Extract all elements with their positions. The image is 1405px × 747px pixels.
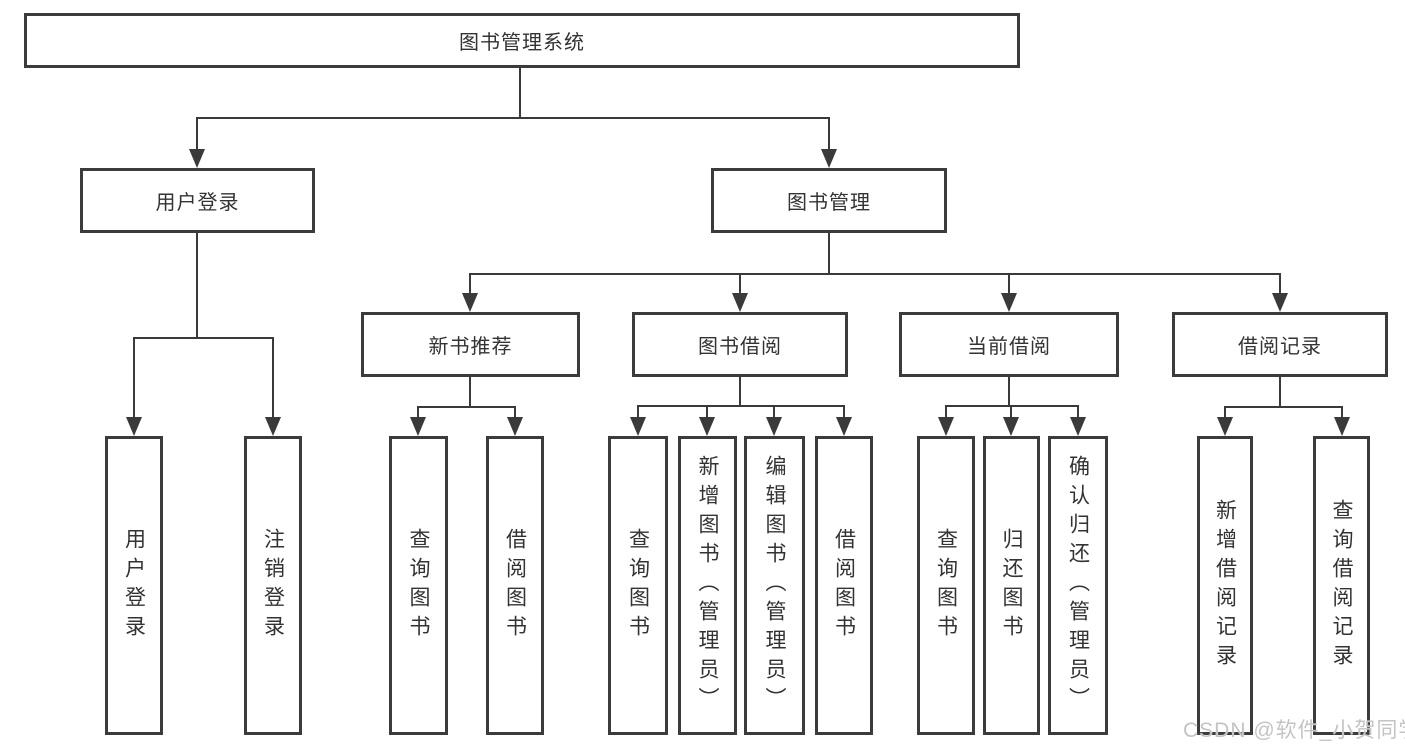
- node-leaf-confirm-return: 确认归还（管理员）: [1048, 436, 1108, 735]
- connector-line: [1279, 273, 1281, 295]
- connector-line: [773, 405, 775, 419]
- node-user-login-label: 用户登录: [155, 192, 240, 214]
- connector-line: [1008, 273, 1010, 295]
- node-leaf-query-book-2-label: 查询图书: [626, 527, 650, 644]
- connector-line: [469, 273, 1281, 275]
- node-new-book-rec: 新书推荐: [361, 312, 580, 377]
- connector-line: [133, 337, 135, 419]
- connector-line: [1279, 377, 1281, 406]
- connector-line: [945, 405, 947, 419]
- connector-line: [196, 233, 198, 337]
- node-user-login: 用户登录: [80, 168, 315, 233]
- arrow-down-icon: [189, 149, 205, 168]
- arrow-down-icon: [630, 417, 646, 436]
- node-leaf-query-book-3: 查询图书: [917, 436, 975, 735]
- node-leaf-edit-book: 编辑图书（管理员）: [744, 436, 805, 735]
- arrow-down-icon: [821, 149, 837, 168]
- node-new-book-rec-label: 新书推荐: [428, 336, 513, 358]
- node-leaf-add-borrow-record-label: 新增借阅记录: [1213, 498, 1237, 673]
- node-book-borrow: 图书借阅: [632, 312, 848, 377]
- connector-line: [1077, 405, 1079, 419]
- connector-line: [739, 273, 741, 295]
- connector-line: [828, 233, 830, 273]
- connector-line: [196, 118, 198, 151]
- connector-line: [637, 405, 845, 407]
- connector-line: [514, 406, 516, 419]
- node-current-borrow-label: 当前借阅: [967, 336, 1051, 358]
- node-leaf-query-book-2: 查询图书: [608, 436, 668, 735]
- connector-line: [637, 405, 639, 419]
- arrow-down-icon: [126, 417, 142, 436]
- node-leaf-borrow-book-1-label: 借阅图书: [503, 527, 527, 644]
- arrow-down-icon: [1272, 293, 1288, 312]
- node-leaf-borrow-book-2-label: 借阅图书: [832, 527, 856, 644]
- arrow-down-icon: [732, 293, 748, 312]
- arrow-down-icon: [1003, 417, 1019, 436]
- node-leaf-logout: 注销登录: [244, 436, 302, 735]
- node-borrow-records: 借阅记录: [1172, 312, 1388, 377]
- node-leaf-user-login-label: 用户登录: [122, 527, 146, 644]
- node-leaf-borrow-book-2: 借阅图书: [815, 436, 873, 735]
- node-book-mgmt: 图书管理: [711, 168, 947, 233]
- node-current-borrow: 当前借阅: [899, 312, 1119, 377]
- node-leaf-borrow-book-1: 借阅图书: [486, 436, 544, 735]
- arrow-down-icon: [1217, 417, 1233, 436]
- node-leaf-logout-label: 注销登录: [261, 527, 285, 644]
- connector-line: [272, 337, 274, 419]
- node-leaf-add-book-label: 新增图书（管理员）: [696, 455, 719, 716]
- arrow-down-icon: [1001, 293, 1017, 312]
- node-root-label: 图书管理系统: [459, 32, 585, 54]
- connector-line: [417, 406, 419, 419]
- connector-line: [469, 273, 471, 295]
- connector-line: [469, 377, 471, 406]
- node-leaf-query-book-1: 查询图书: [389, 436, 448, 735]
- connector-line: [1010, 405, 1012, 419]
- node-root: 图书管理系统: [24, 13, 1020, 68]
- node-leaf-confirm-return-label: 确认归还（管理员）: [1066, 455, 1090, 716]
- arrow-down-icon: [462, 293, 478, 312]
- arrow-down-icon: [265, 417, 281, 436]
- node-leaf-edit-book-label: 编辑图书（管理员）: [763, 455, 786, 716]
- node-book-mgmt-label: 图书管理: [787, 192, 871, 214]
- node-leaf-add-borrow-record: 新增借阅记录: [1197, 436, 1253, 735]
- connector-line: [843, 405, 845, 419]
- node-leaf-return-book-label: 归还图书: [1000, 527, 1023, 644]
- arrow-down-icon: [410, 417, 426, 436]
- node-leaf-query-book-1-label: 查询图书: [407, 527, 430, 644]
- connector-line: [739, 377, 741, 405]
- connector-line: [519, 68, 521, 118]
- node-leaf-query-borrow-record: 查询借阅记录: [1313, 436, 1370, 735]
- arrow-down-icon: [836, 417, 852, 436]
- arrow-down-icon: [1334, 417, 1350, 436]
- connector-line: [828, 118, 830, 151]
- node-leaf-query-borrow-record-label: 查询借阅记录: [1330, 498, 1353, 673]
- node-leaf-return-book: 归还图书: [983, 436, 1040, 735]
- connector-line: [1341, 406, 1343, 419]
- node-leaf-user-login: 用户登录: [105, 436, 163, 735]
- csdn-watermark: CSDN @软件_小贺同学: [1183, 719, 1405, 742]
- arrow-down-icon: [699, 417, 715, 436]
- node-borrow-records-label: 借阅记录: [1238, 336, 1322, 358]
- arrow-down-icon: [507, 417, 523, 436]
- connector-line: [1224, 406, 1226, 419]
- connector-line: [196, 117, 830, 119]
- connector-line: [945, 405, 1079, 407]
- arrow-down-icon: [1070, 417, 1086, 436]
- arrow-down-icon: [938, 417, 954, 436]
- node-book-borrow-label: 图书借阅: [698, 336, 782, 358]
- arrow-down-icon: [766, 417, 782, 436]
- node-leaf-query-book-3-label: 查询图书: [934, 527, 958, 644]
- connector-line: [417, 406, 516, 408]
- connector-line: [1224, 406, 1343, 408]
- connector-line: [1008, 377, 1010, 405]
- node-leaf-add-book: 新增图书（管理员）: [678, 436, 737, 735]
- connector-line: [706, 405, 708, 419]
- connector-line: [133, 337, 274, 339]
